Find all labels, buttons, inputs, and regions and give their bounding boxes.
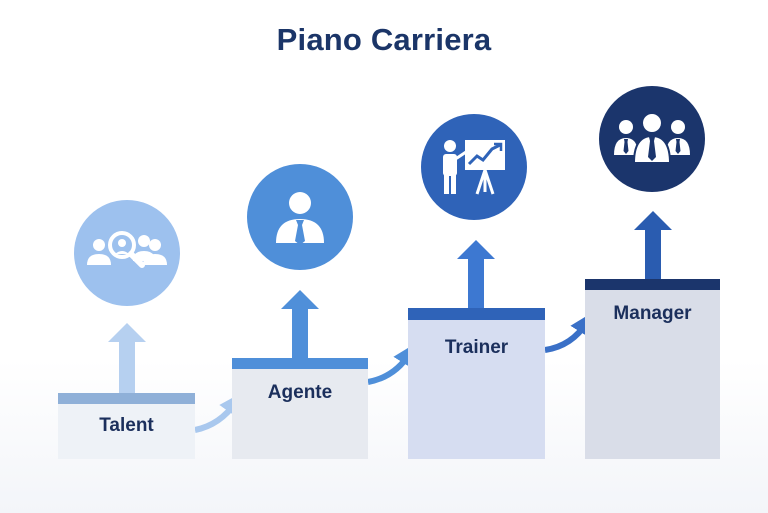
step-trainer: Trainer <box>408 308 545 459</box>
step-agente-label: Agente <box>267 382 333 403</box>
step-manager-cap <box>585 279 720 290</box>
step-talent-box <box>58 404 195 459</box>
step-manager-label: Manager <box>613 303 692 324</box>
step-agente-cap <box>232 358 368 369</box>
step-trainer-circle <box>421 114 527 220</box>
connector-arrow-agente-trainer <box>367 342 417 385</box>
manager-team-icon <box>614 112 690 164</box>
connector-arrow-talent-agente <box>194 392 243 433</box>
step-manager-box <box>585 290 720 459</box>
step-talent-label: Talent <box>99 415 154 436</box>
step-manager-circle <box>599 86 705 192</box>
step-agente: Agente <box>232 358 368 459</box>
step-trainer-label: Trainer <box>444 337 509 358</box>
trainer-presentation-icon <box>443 140 505 195</box>
step-talent-circle <box>74 200 180 306</box>
arrow-up-agente <box>281 290 319 358</box>
agent-person-icon <box>276 192 324 245</box>
arrow-up-manager <box>634 211 672 279</box>
step-agente-circle <box>247 164 353 270</box>
step-trainer-box <box>408 320 545 459</box>
step-agente-box <box>232 369 368 459</box>
step-talent: Talent <box>58 393 195 459</box>
diagram-title: Piano Carriera <box>276 22 492 57</box>
step-manager: Manager <box>585 279 720 459</box>
talent-search-icon <box>87 231 167 268</box>
connector-arrow-trainer-manager <box>544 311 594 353</box>
step-trainer-cap <box>408 308 545 320</box>
step-talent-cap <box>58 393 195 404</box>
arrow-up-talent <box>108 323 146 393</box>
arrow-up-trainer <box>457 240 495 308</box>
